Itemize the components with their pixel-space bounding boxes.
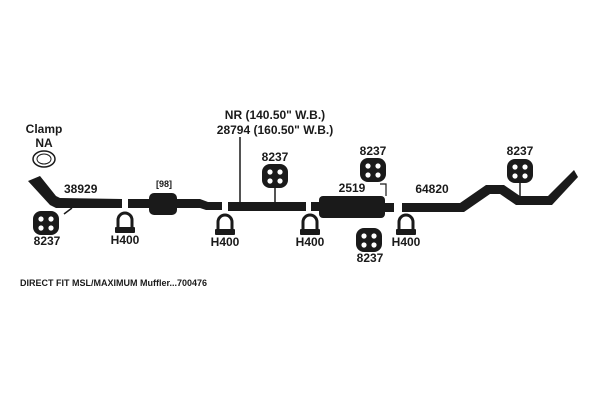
clamp-ring-icon <box>32 150 56 168</box>
intermediate-pipe-label-1: NR (140.50" W.B.) <box>225 108 325 122</box>
u-clamp-2-label: H400 <box>211 235 240 249</box>
hanger-3-icon <box>360 158 386 182</box>
u-clamp-2-icon <box>213 213 237 237</box>
hanger-2-label: 8237 <box>262 150 289 164</box>
clamp-label: Clamp <box>26 122 63 136</box>
hanger-5-label: 8237 <box>507 144 534 158</box>
intermediate-pipe <box>228 202 306 211</box>
hanger-4-icon <box>356 228 382 252</box>
hanger-1-label: 8237 <box>34 234 61 248</box>
u-clamp-3-icon <box>298 213 322 237</box>
front-pipe-label: 38929 <box>64 182 98 196</box>
front-pipe <box>28 176 122 208</box>
hanger-2-icon <box>262 164 288 188</box>
hanger-5-icon <box>507 159 533 183</box>
tailpipe <box>402 170 578 212</box>
converter-label: [98] <box>156 179 172 189</box>
u-clamp-1-icon <box>113 211 137 235</box>
u-clamp-4-icon <box>394 213 418 237</box>
hanger-4-label: 8237 <box>357 251 384 265</box>
hanger-1-icon <box>33 211 59 235</box>
footnote: DIRECT FIT MSL/MAXIMUM Muffler...700476 <box>20 278 207 288</box>
muffler-label: 2519 <box>339 181 366 195</box>
clamp-sub-label: NA <box>35 136 53 150</box>
u-clamp-3-label: H400 <box>296 235 325 249</box>
u-clamp-1-label: H400 <box>111 233 140 247</box>
tailpipe-label: 64820 <box>415 182 449 196</box>
hanger-3-label: 8237 <box>360 144 387 158</box>
catalytic-converter <box>128 193 222 215</box>
muffler <box>311 196 394 218</box>
u-clamp-4-label: H400 <box>392 235 421 249</box>
intermediate-pipe-label-2: 28794 (160.50" W.B.) <box>217 123 333 137</box>
